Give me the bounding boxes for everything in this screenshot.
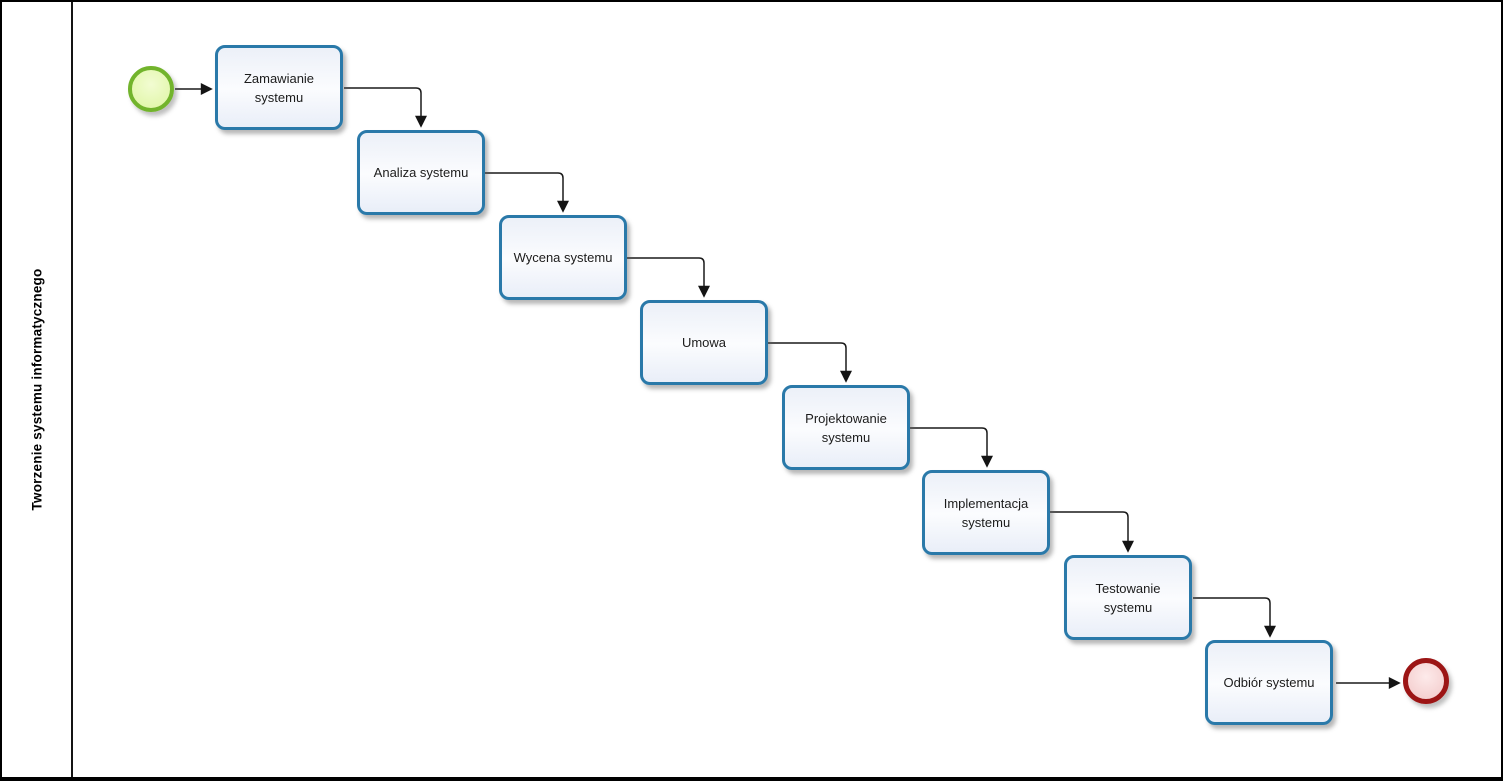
task-analiza-systemu: Analiza systemu xyxy=(357,130,485,215)
task-umowa: Umowa xyxy=(640,300,768,385)
task-label: Implementacja systemu xyxy=(943,495,1029,530)
flow-wycena-to-umowa xyxy=(627,257,710,298)
lane-header: Tworzenie systemu informatycznego xyxy=(2,2,73,777)
task-testowanie-systemu: Testowanie systemu xyxy=(1064,555,1192,640)
flow-projektowanie-to-implementacja xyxy=(910,427,993,468)
lane-label: Tworzenie systemu informatycznego xyxy=(29,268,44,511)
task-label: Projektowanie systemu xyxy=(805,410,887,445)
task-projektowanie-systemu: Projektowanie systemu xyxy=(782,385,910,470)
task-odbior-systemu: Odbiór systemu xyxy=(1205,640,1333,725)
task-zamawianie-systemu: Zamawianie systemu xyxy=(215,45,343,130)
task-label: Wycena systemu xyxy=(513,250,613,265)
flow-umowa-to-projektowanie xyxy=(768,342,852,383)
flow-implementacja-to-testowanie xyxy=(1050,511,1134,553)
start-event xyxy=(128,66,174,112)
end-event xyxy=(1403,658,1449,704)
flow-testowanie-to-odbior xyxy=(1193,597,1276,638)
flow-zamawianie-to-analiza xyxy=(344,87,427,128)
task-label: Testowanie systemu xyxy=(1095,580,1161,615)
task-label: Zamawianie systemu xyxy=(243,70,315,105)
flow-analiza-to-wycena xyxy=(485,172,569,213)
task-wycena-systemu: Wycena systemu xyxy=(499,215,627,300)
task-label: Analiza systemu xyxy=(373,165,469,180)
task-implementacja-systemu: Implementacja systemu xyxy=(922,470,1050,555)
task-label: Umowa xyxy=(681,335,727,350)
task-label: Odbiór systemu xyxy=(1223,675,1315,690)
